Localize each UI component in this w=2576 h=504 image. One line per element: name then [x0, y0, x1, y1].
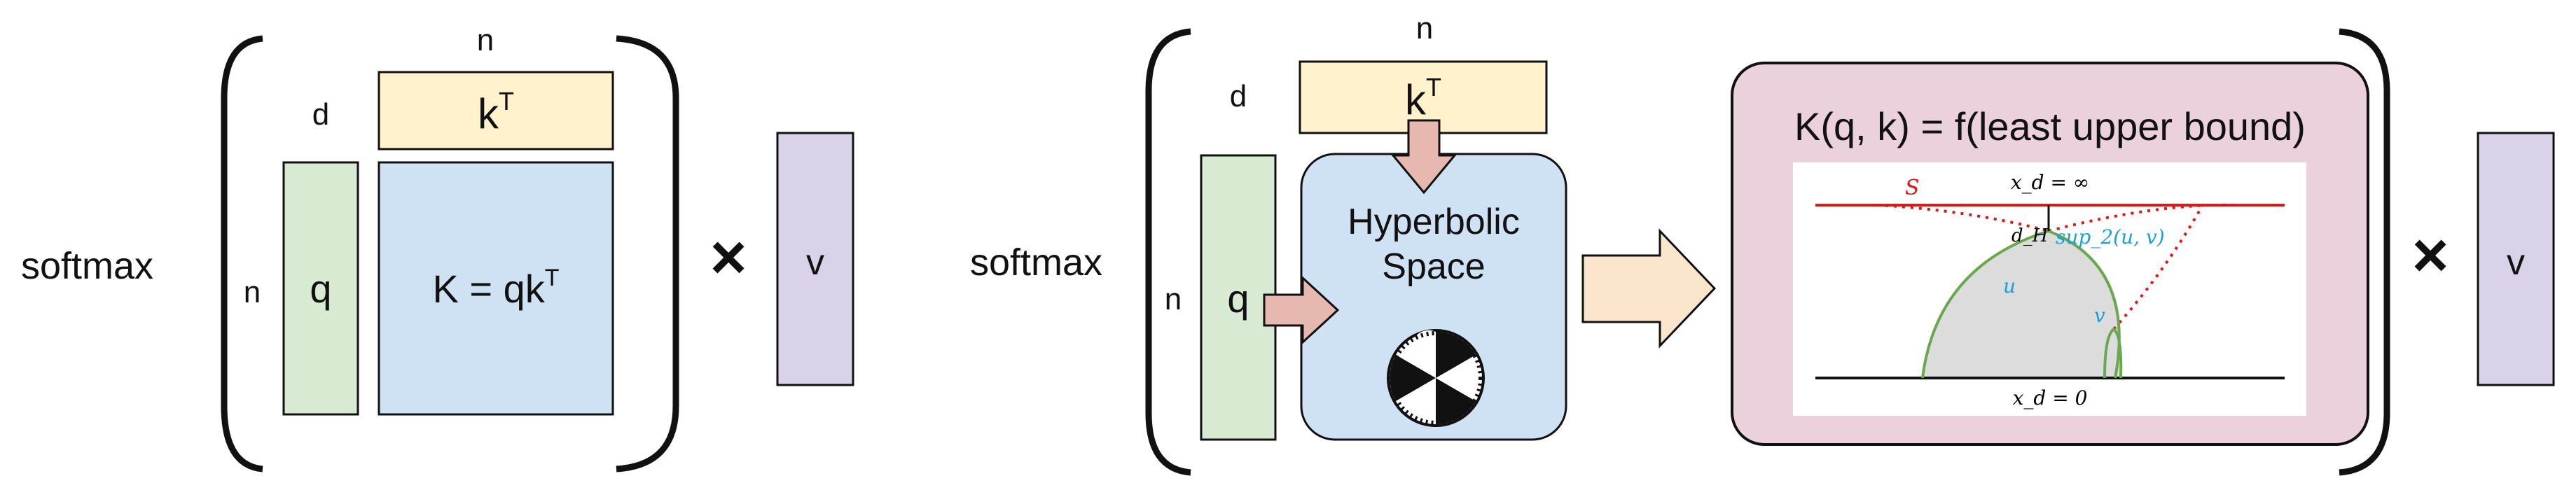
dH-label: d_H [2011, 225, 2049, 246]
right-paren-right [2339, 28, 2390, 476]
dotted-curve-left [1876, 204, 2049, 232]
xd-infinity-label: x_d = ∞ [2011, 171, 2089, 194]
standard-attention-panel: softmax n d n kT q K = qkT × v [21, 23, 854, 472]
geodesic-v [2103, 327, 2123, 379]
geodesic-right [2048, 230, 2121, 379]
k-transpose-label: kT [478, 87, 514, 137]
hyperbolic-attention-panel: softmax n d n kT q Hyperbolic Space [970, 11, 2555, 476]
sup-label: sup_2(u, v) [2056, 225, 2165, 248]
dim-d-right: d [1230, 79, 1247, 113]
upper-bound-inset: x_d = ∞ x_d = 0 S d_H sup_2(u, v) u v [1793, 162, 2306, 416]
softmax-label-left: softmax [21, 245, 153, 287]
right-arrow-icon [1263, 275, 1340, 345]
left-paren-left [221, 35, 263, 472]
attention-matrix-box [378, 161, 614, 416]
dim-n-left-right: n [1165, 282, 1182, 316]
geodesic-left [1921, 230, 2049, 379]
hyperbolic-label-line1: Hyperbolic [1348, 202, 1520, 242]
dotted-curve-right [2048, 203, 2238, 232]
multiply-sign-left: × [710, 223, 747, 293]
multiply-sign-right: × [2412, 220, 2449, 290]
right-paren-left [616, 35, 679, 472]
big-right-arrow-icon [1581, 228, 1717, 349]
softmax-label-right: softmax [970, 241, 1102, 284]
u-label: u [2003, 274, 2016, 298]
bound-title: K(q, k) = f(least upper bound) [1794, 104, 2306, 148]
S-label: S [1905, 176, 1920, 200]
poincare-disk-icon [1387, 329, 1485, 427]
hyperbolic-label-line2: Space [1382, 246, 1485, 287]
q-box [282, 161, 359, 416]
dim-n-left-left: n [244, 275, 261, 309]
xd-zero-label: x_d = 0 [2013, 386, 2088, 410]
k-transpose-label-right: kT [1405, 73, 1441, 123]
v-point-label: v [2094, 304, 2105, 327]
attention-matrix-label: K = qkT [432, 265, 559, 311]
dim-n-top-right: n [1416, 11, 1433, 46]
v-box-left [776, 132, 854, 386]
dim-d-left: d [312, 97, 329, 132]
shaded-region-u [1923, 231, 2119, 378]
q-box-right [1200, 154, 1277, 441]
q-label-right: q [1227, 276, 1249, 321]
dotted-curve-v [2112, 204, 2204, 330]
k-transpose-box [378, 71, 614, 150]
left-paren-right [1145, 28, 1191, 476]
down-arrow-icon [1390, 119, 1457, 195]
q-label: q [310, 267, 331, 311]
dim-n-top-left: n [477, 23, 494, 57]
v-label-left: v [806, 242, 824, 283]
v-box-right [2477, 132, 2555, 386]
v-label-right: v [2507, 242, 2525, 283]
